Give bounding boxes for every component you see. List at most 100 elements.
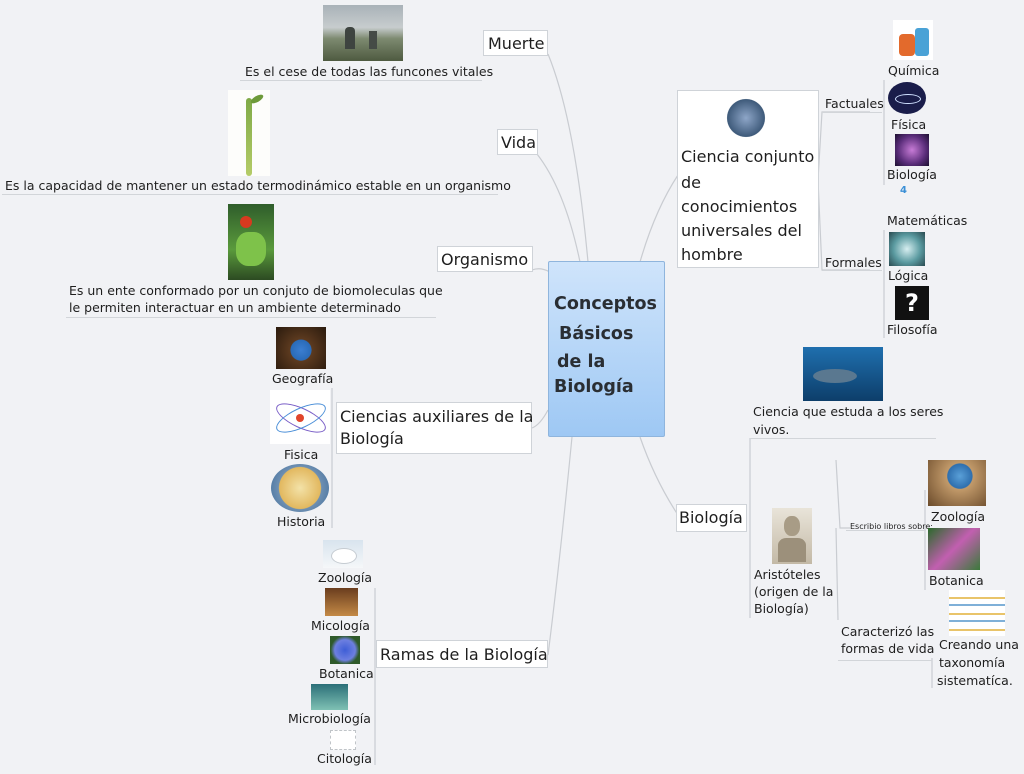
atom-icon <box>895 94 921 104</box>
physics-atom-photo <box>888 82 926 114</box>
center-line-1: Conceptos <box>554 294 657 314</box>
link-vida <box>536 153 581 263</box>
seal-photo <box>323 540 363 568</box>
topic-biologia[interactable] <box>676 504 747 532</box>
rama-micologia[interactable]: Micología <box>311 618 370 633</box>
auxiliares-label-1: Ciencias auxiliares de la <box>340 407 534 426</box>
aux-item-geografia[interactable]: Geografía <box>272 371 334 386</box>
underline-organismo-desc <box>66 317 436 318</box>
ciencia-line-5: hombre <box>681 245 743 264</box>
logic-brain-photo <box>889 232 925 266</box>
topic-muerte[interactable] <box>483 30 548 56</box>
frog-body-icon <box>236 232 266 266</box>
factual-fisica[interactable]: Física <box>891 117 927 132</box>
factual-quimica[interactable]: Química <box>888 63 940 78</box>
escribio-label[interactable]: Escribio libros sobre: <box>850 522 933 531</box>
underline-escribio <box>846 530 926 531</box>
formal-logica[interactable]: Lógica <box>888 268 929 283</box>
formal-matematicas[interactable]: Matemáticas <box>887 213 968 228</box>
gravestone-icon <box>345 27 355 49</box>
underline-bio-desc <box>750 438 936 439</box>
central-topic[interactable]: Conceptos Básicos de la Biología <box>548 261 665 437</box>
bracket-aristoteles <box>835 459 850 529</box>
rama-microbiologia[interactable]: Microbiología <box>288 711 371 726</box>
formal-filosofia[interactable]: Filosofía <box>887 322 938 337</box>
link-muerte <box>547 53 589 263</box>
philosophy-question-photo: ? <box>895 286 929 320</box>
caracterizo-line-2[interactable]: formas de vida <box>841 641 935 656</box>
microbe-photo <box>311 684 348 710</box>
center-line-4: Biología <box>554 377 634 397</box>
link-ramas <box>547 436 573 656</box>
rama-botanica[interactable]: Botanica <box>319 666 374 681</box>
libro-zoologia[interactable]: Zoología <box>931 509 986 524</box>
topic-ramas[interactable] <box>376 640 548 668</box>
taxonomia-line-3: sistematíca. <box>937 673 1013 688</box>
vida-description: Es la capacidad de mantener un estado te… <box>5 178 511 193</box>
flower-photo <box>330 636 360 664</box>
topic-vida[interactable] <box>497 129 538 155</box>
seal-icon <box>331 548 357 564</box>
organismo-description-1: Es un ente conformado por un conjuto de … <box>69 283 443 298</box>
organismo-description-2: le permiten interactuar en un ambiente d… <box>69 300 401 315</box>
bamboo-photo <box>228 90 270 176</box>
biologia-label: Biología <box>679 508 743 527</box>
bust-head-icon <box>784 516 800 536</box>
factuales-label[interactable]: Factuales <box>825 96 884 111</box>
taxonomia-line-2: taxonomía <box>939 655 1006 670</box>
atom-photo <box>270 390 330 444</box>
muerte-label: Muerte <box>488 34 545 53</box>
topic-organismo[interactable] <box>437 246 533 272</box>
taxonomy-chart-photo <box>949 590 1005 636</box>
cell-photo <box>330 730 356 750</box>
aux-item-historia[interactable]: Historia <box>277 514 326 529</box>
chemistry-photo <box>893 20 933 60</box>
underline-factuales <box>822 112 882 113</box>
ciencia-line-4: universales del <box>681 221 802 240</box>
bracket-factuales <box>817 111 870 181</box>
animals-globe-photo <box>928 460 986 506</box>
center-line-2: Básicos <box>559 324 634 344</box>
organismo-label: Organismo <box>441 250 529 269</box>
underline-formales <box>822 270 882 271</box>
formales-label[interactable]: Formales <box>825 255 882 270</box>
biologia-description-1: Ciencia que estuda a los seres <box>753 404 944 419</box>
libro-botanica[interactable]: Botanica <box>929 573 984 588</box>
factual-biologia[interactable]: Biología <box>887 167 937 182</box>
beaker-icon <box>915 28 929 56</box>
link-ciencia <box>639 174 679 263</box>
leaf-icon <box>249 92 265 106</box>
rama-citologia[interactable]: Citología <box>317 751 372 766</box>
muerte-description: Es el cese de todas las funcones vitales <box>245 64 494 79</box>
history-map-photo <box>271 464 329 512</box>
nucleus-icon <box>296 414 304 422</box>
earth-photo <box>276 327 326 369</box>
ciencia-line-3: conocimientos <box>681 197 798 216</box>
vida-label: Vida <box>501 133 536 152</box>
topic-ciencias-auxiliares[interactable] <box>336 402 532 454</box>
cemetery-photo <box>323 5 403 61</box>
rama-zoologia[interactable]: Zoología <box>318 570 373 585</box>
underline-vida-desc <box>2 194 498 195</box>
ramas-label: Ramas de la Biología <box>380 645 548 664</box>
aristotle-bust-photo <box>772 508 812 564</box>
taxonomia-line-1: Creando una <box>939 637 1019 652</box>
aux-item-fisica[interactable]: Fisica <box>284 447 319 462</box>
plants-collage-photo <box>928 528 980 570</box>
question-mark-icon: ? <box>905 289 919 317</box>
center-line-3: de la <box>557 352 606 372</box>
gravestone-icon <box>369 31 377 49</box>
caracterizo-line-1[interactable]: Caracterizó las <box>841 624 935 639</box>
ocean-life-photo <box>803 347 883 401</box>
bracket-aristoteles2 <box>835 527 839 621</box>
aristoteles-line-3: Biología) <box>754 601 809 616</box>
bamboo-stalk-icon <box>246 98 252 176</box>
underline-muerte-desc <box>240 80 482 81</box>
frog-photo <box>228 204 274 280</box>
ciencia-line-2: de <box>681 173 701 192</box>
bust-body-icon <box>778 538 806 562</box>
link-auxiliares <box>531 409 549 429</box>
ciencia-line-1: Ciencia conjunto <box>681 147 815 166</box>
link-biologia <box>639 436 679 516</box>
